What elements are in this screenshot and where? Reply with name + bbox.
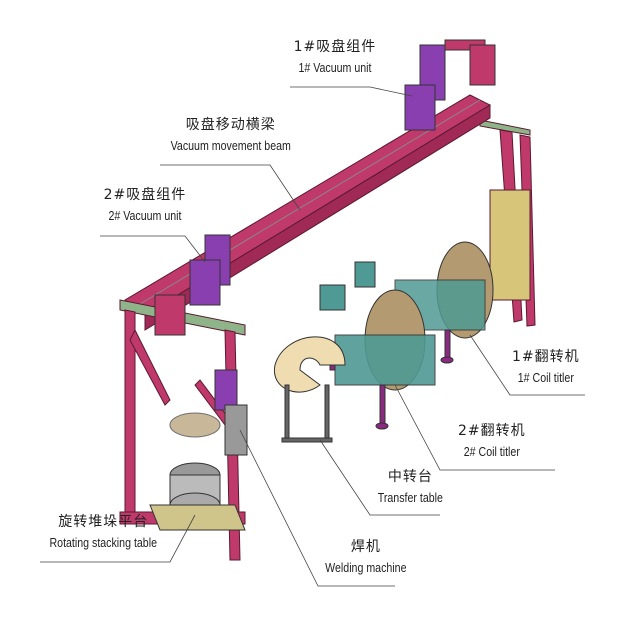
vacuum-unit-2 xyxy=(154,234,231,336)
label-en: 1# Vacuum unit xyxy=(298,61,372,75)
coil-tilter-2 xyxy=(329,289,436,430)
label-cn: 2#翻转机 xyxy=(458,423,526,439)
label-vacuum-unit-1: 1#吸盘组件 1# Vacuum unit xyxy=(292,40,378,75)
label-stacking-table: 旋转堆垛平台 Rotating stacking table xyxy=(40,515,166,550)
label-coil-tilter-1: 1#翻转机 1# Coil titler xyxy=(512,350,580,385)
label-en: Welding machine xyxy=(325,561,407,575)
welding-machine xyxy=(214,369,248,456)
transfer-table xyxy=(274,336,346,443)
label-movement-beam: 吸盘移动横梁 Vacuum movement beam xyxy=(160,118,302,153)
label-cn: 2#吸盘组件 xyxy=(103,187,187,203)
label-cn: 吸盘移动横梁 xyxy=(185,117,276,133)
label-cn: 1#吸盘组件 xyxy=(293,39,377,55)
label-en: 2# Vacuum unit xyxy=(108,209,182,223)
label-coil-tilter-2: 2#翻转机 2# Coil titler xyxy=(458,424,526,459)
label-en: 1# Coil titler xyxy=(517,371,574,385)
leader-lines xyxy=(40,86,585,587)
vacuum-unit-1 xyxy=(404,39,496,131)
label-cn: 中转台 xyxy=(387,469,433,485)
label-en: Vacuum movement beam xyxy=(170,139,291,153)
label-cn: 旋转堆垛平台 xyxy=(58,514,149,530)
rotating-stacking-table xyxy=(149,412,246,531)
right-gantry-frame xyxy=(479,119,536,327)
label-en: Rotating stacking table xyxy=(49,536,157,550)
label-welding-machine: 焊机 Welding machine xyxy=(318,540,414,575)
label-cn: 焊机 xyxy=(350,539,381,555)
label-cn: 1#翻转机 xyxy=(512,349,580,365)
label-en: 2# Coil titler xyxy=(463,445,520,459)
label-en: Transfer table xyxy=(377,491,443,505)
label-vacuum-unit-2: 2#吸盘组件 2# Vacuum unit xyxy=(102,188,188,223)
label-transfer-table: 中转台 Transfer table xyxy=(372,470,449,505)
